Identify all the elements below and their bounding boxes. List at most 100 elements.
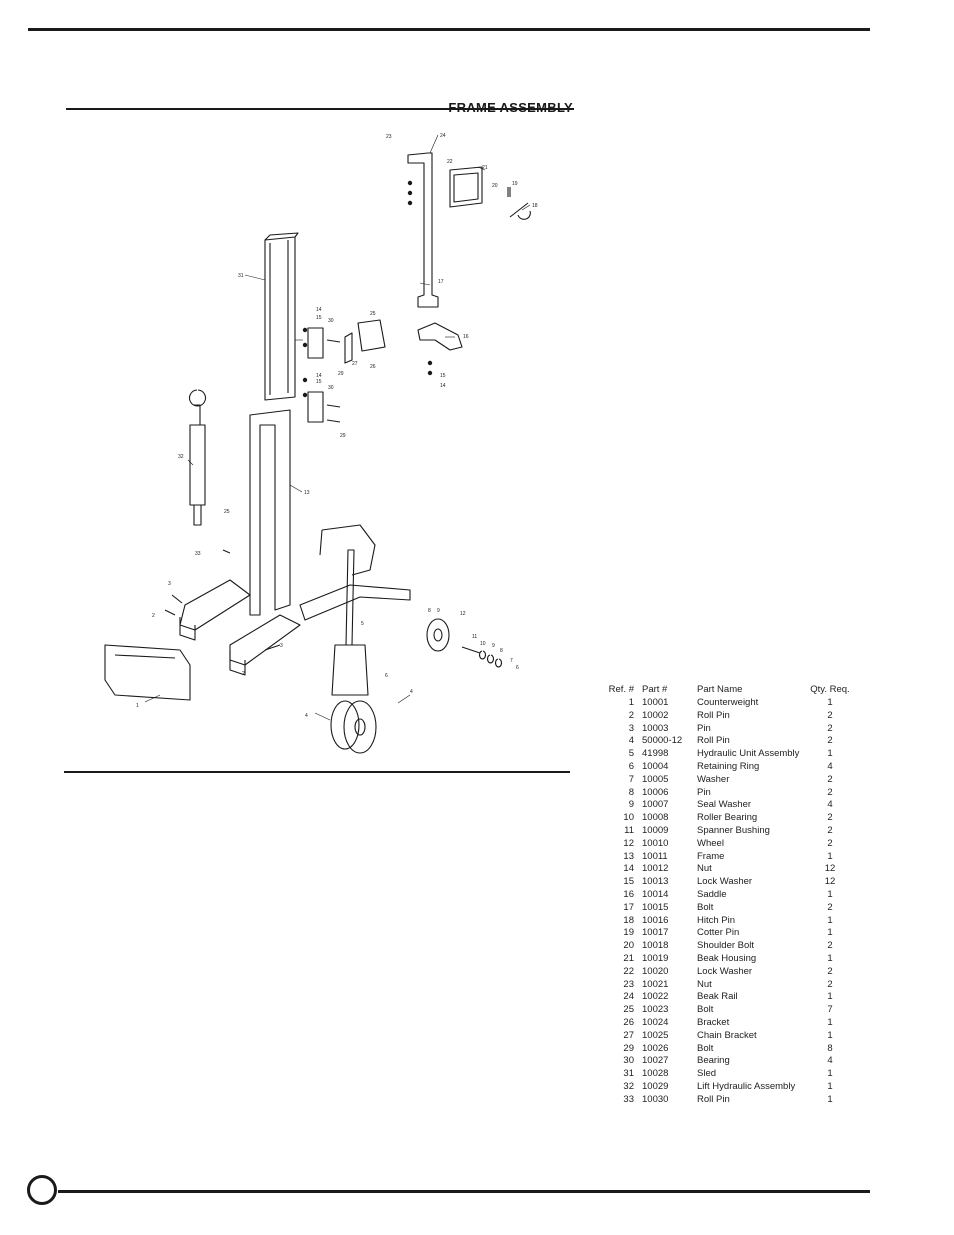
cell-qty: 2 [827,735,833,747]
cell-part-name: Roll Pin [697,709,730,721]
hitch-pin [509,202,531,220]
svg-text:15: 15 [316,379,322,385]
cell-part-name: Bolt [697,1042,714,1054]
col-part: Part # [642,684,668,696]
title-underline [66,108,574,110]
cell-qty: 1 [827,1029,833,1041]
svg-text:17: 17 [438,279,444,285]
cell-part-number: 10030 [642,1093,669,1105]
cell-part-number: 10011 [642,850,668,862]
cell-ref: 12 [623,837,634,849]
svg-text:9: 9 [492,643,495,649]
svg-text:20: 20 [492,183,498,189]
cell-ref: 23 [623,978,634,990]
cell-ref: 8 [628,786,634,798]
cell-part-number: 10004 [642,760,669,772]
svg-text:14: 14 [440,383,446,389]
cell-ref: 2 [628,709,634,721]
cell-part-number: 10006 [642,786,669,798]
caster-hub [354,718,366,736]
page-number-circle [27,1175,57,1205]
cell-ref: 17 [623,901,634,913]
svg-text:21: 21 [482,165,488,171]
cell-ref: 22 [623,965,634,977]
cell-ref: 21 [623,952,634,964]
cell-part-name: Chain Bracket [697,1029,757,1041]
cell-part-number: 10013 [642,876,669,888]
cell-part-number: 10001 [642,697,669,708]
saddle [417,322,463,351]
cell-ref: 3 [628,722,634,734]
cell-qty: 2 [827,722,833,734]
cell-part-number: 41998 [642,748,669,760]
svg-text:26: 26 [370,364,376,370]
col-ref: Ref. # [608,684,634,696]
cell-part-name: Bolt [697,901,714,913]
wheel [426,618,450,652]
cell-part-number: 10020 [642,965,669,977]
svg-text:33: 33 [195,551,201,557]
svg-text:15: 15 [316,315,322,321]
cell-ref: 13 [623,850,634,862]
counterweight [104,644,191,701]
svg-text:31: 31 [238,273,244,279]
cell-part-number: 10015 [642,901,669,913]
cell-part-name: Retaining Ring [697,760,760,772]
svg-text:30: 30 [328,318,334,324]
cell-part-name: Nut [697,978,712,990]
svg-text:24: 24 [440,133,446,139]
cell-qty: 1 [827,888,833,900]
handle-shaft [345,549,355,646]
svg-text:29: 29 [340,433,346,439]
svg-text:30: 30 [328,385,334,391]
cell-ref: 6 [628,760,634,772]
cell-qty: 8 [827,1042,833,1054]
svg-text:10: 10 [480,641,486,647]
cell-ref: 18 [623,914,634,926]
cell-ref: 15 [623,876,634,888]
cell-part-number: 10023 [642,1004,669,1016]
cell-ref: 1 [628,697,634,708]
svg-text:32: 32 [178,454,184,460]
cell-part-number: 10010 [642,837,669,849]
cell-qty: 1 [827,914,833,926]
svg-text:9: 9 [437,608,440,614]
cell-part-name: Sled [697,1068,717,1080]
cell-part-number: 10024 [642,1016,669,1028]
svg-text:29: 29 [338,371,344,377]
cell-qty: 2 [827,786,833,798]
svg-text:12: 12 [460,611,466,617]
beak-housing [449,166,483,208]
cell-qty: 1 [827,850,833,862]
svg-text:15: 15 [440,373,446,379]
cell-qty: 2 [827,901,833,913]
svg-text:1: 1 [136,703,139,709]
cell-ref: 4 [628,735,634,747]
beak-rail [407,152,439,308]
diagram-divider [64,771,570,773]
cell-part-number: 10008 [642,812,669,824]
cell-part-number: 10017 [642,927,669,939]
cell-part-number: 10027 [642,1055,669,1067]
cell-part-name: Lock Washer [697,965,753,977]
cell-qty: 2 [827,824,833,836]
svg-text:7: 7 [510,658,513,664]
lift-hydraulic-cylinder [188,389,207,526]
cell-ref: 33 [623,1093,634,1105]
cell-ref: 10 [623,812,634,824]
svg-text:3: 3 [280,643,283,649]
